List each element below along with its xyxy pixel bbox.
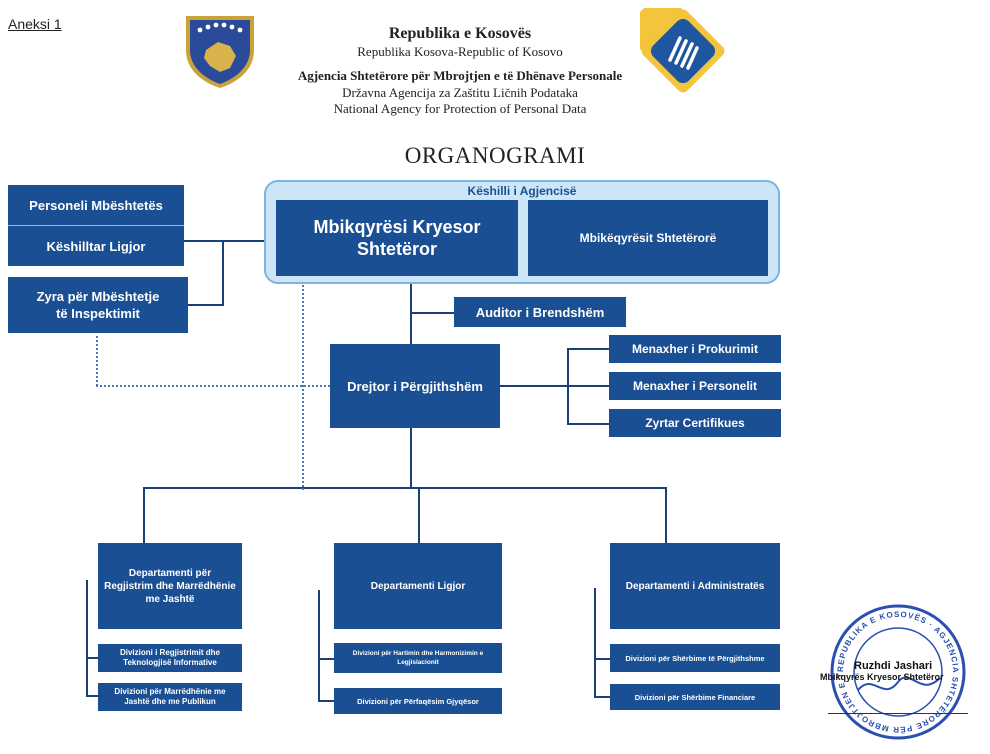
connector bbox=[318, 700, 334, 702]
connector bbox=[567, 348, 609, 350]
council-label: Këshilli i Agjencisë bbox=[467, 184, 577, 198]
inspection-office-box: Zyra për Mbështetje të Inspektimit bbox=[8, 277, 188, 333]
signer-name: Ruzhdi Jashari bbox=[854, 660, 933, 672]
connector bbox=[410, 312, 454, 314]
header-agency-sr: Državna Agencija za Zaštitu Ličnih Podat… bbox=[342, 85, 578, 100]
connector bbox=[567, 385, 609, 387]
connector bbox=[86, 580, 88, 696]
connector bbox=[188, 304, 224, 306]
header-country-alt: Republika Kosova-Republic of Kosovo bbox=[357, 44, 563, 59]
division-box: Divizioni për Marrëdhënie me Jashtë dhe … bbox=[98, 683, 242, 711]
agency-logo-icon bbox=[621, 0, 726, 94]
connector bbox=[594, 696, 610, 698]
state-supervisors-box: Mbikëqyrësit Shtetërorë bbox=[528, 200, 768, 276]
header-agency: Agjencia Shtetërore për Mbrojtjen e të D… bbox=[297, 68, 623, 83]
division-box: Divizioni për Hartimin dhe Harmonizimin … bbox=[334, 643, 502, 673]
connector bbox=[410, 428, 412, 488]
manager-box: Zyrtar Certifikues bbox=[609, 409, 781, 437]
signer-role: Mbikqyrës Kryesor Shtetëror bbox=[820, 672, 944, 682]
annex-label: Aneksi 1 bbox=[8, 16, 62, 32]
kosovo-coat-of-arms-icon bbox=[180, 10, 260, 90]
signature-line bbox=[828, 713, 968, 714]
connector bbox=[318, 658, 334, 660]
division-box: Divizioni i Regjistrimit dhe Teknologjis… bbox=[98, 644, 242, 672]
connector bbox=[418, 487, 420, 543]
manager-box: Menaxher i Prokurimit bbox=[609, 335, 781, 363]
department-box: Departamenti i Administratës bbox=[610, 543, 780, 629]
dotted-link bbox=[96, 385, 330, 387]
director-general-box: Drejtor i Përgjithshëm bbox=[330, 344, 500, 428]
header-agency-en: National Agency for Protection of Person… bbox=[333, 101, 587, 116]
connector bbox=[594, 588, 596, 696]
header-country: Republika e Kosovës bbox=[388, 25, 532, 42]
connector bbox=[318, 590, 320, 702]
dotted-link bbox=[96, 336, 98, 386]
division-box: Divizioni për Shërbime të Përgjithshme bbox=[610, 644, 780, 672]
connector bbox=[567, 423, 609, 425]
chief-supervisor-box: Mbikqyrësi Kryesor Shtetëror bbox=[276, 200, 518, 276]
connector bbox=[594, 658, 610, 660]
department-box: Departamenti për Regjistrim dhe Marrëdhë… bbox=[98, 543, 242, 629]
legal-advisor-box: Këshilltar Ligjor bbox=[8, 226, 184, 266]
connector bbox=[184, 240, 264, 242]
department-box: Departamenti Ligjor bbox=[334, 543, 502, 629]
division-box: Divizioni për Shërbime Financiare bbox=[610, 684, 780, 710]
connector bbox=[143, 487, 145, 543]
manager-box: Menaxher i Personelit bbox=[609, 372, 781, 400]
official-stamp-icon: REPUBLIKA E KOSOVËS · AGJENCIA SHTETËROR… bbox=[824, 595, 968, 742]
support-staff-box: Personeli Mbështetës bbox=[8, 185, 184, 225]
connector bbox=[222, 240, 224, 305]
connector bbox=[86, 657, 98, 659]
page-title: ORGANOGRAMI bbox=[404, 143, 586, 168]
connector bbox=[86, 695, 98, 697]
division-box: Divizioni për Përfaqësim Gjyqësor bbox=[334, 688, 502, 714]
divider bbox=[8, 225, 184, 226]
connector bbox=[500, 385, 568, 387]
internal-auditor-box: Auditor i Brendshëm bbox=[454, 297, 626, 327]
connector bbox=[143, 487, 667, 489]
connector bbox=[410, 276, 412, 344]
connector bbox=[665, 487, 667, 543]
